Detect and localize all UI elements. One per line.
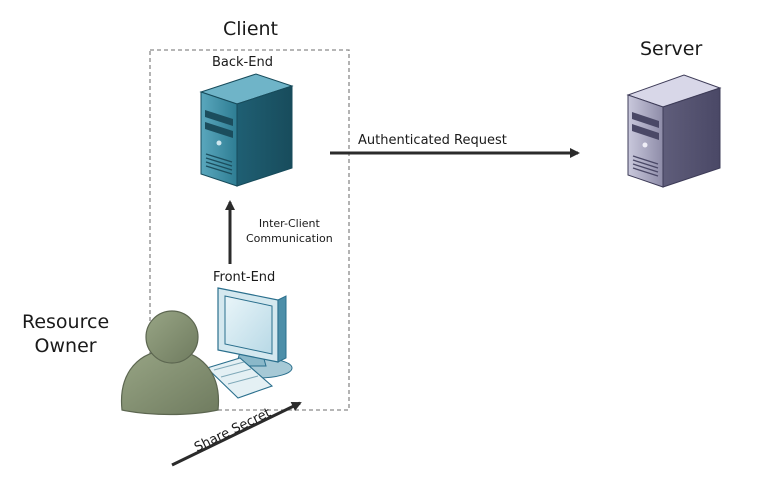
share-secret-arrow <box>171 401 302 467</box>
server-icon <box>626 74 722 188</box>
inter-client-label-line1: Inter-Client <box>258 217 320 230</box>
backend-label: Back-End <box>212 55 273 70</box>
resource-owner-label-line2: Owner <box>34 335 97 357</box>
inter-client-label: Inter-Client Communication <box>246 216 333 246</box>
authenticated-request-label: Authenticated Request <box>358 133 507 148</box>
frontend-computer-icon <box>205 287 293 399</box>
person-icon <box>120 310 220 416</box>
resource-owner-label: Resource Owner <box>22 310 109 358</box>
server-title: Server <box>640 38 703 60</box>
inter-client-label-line2: Communication <box>246 232 333 245</box>
resource-owner-label-line1: Resource <box>22 311 110 333</box>
backend-server-icon <box>199 73 294 187</box>
frontend-label: Front-End <box>213 270 276 285</box>
client-title: Client <box>223 18 279 40</box>
client-boundary <box>149 49 350 411</box>
